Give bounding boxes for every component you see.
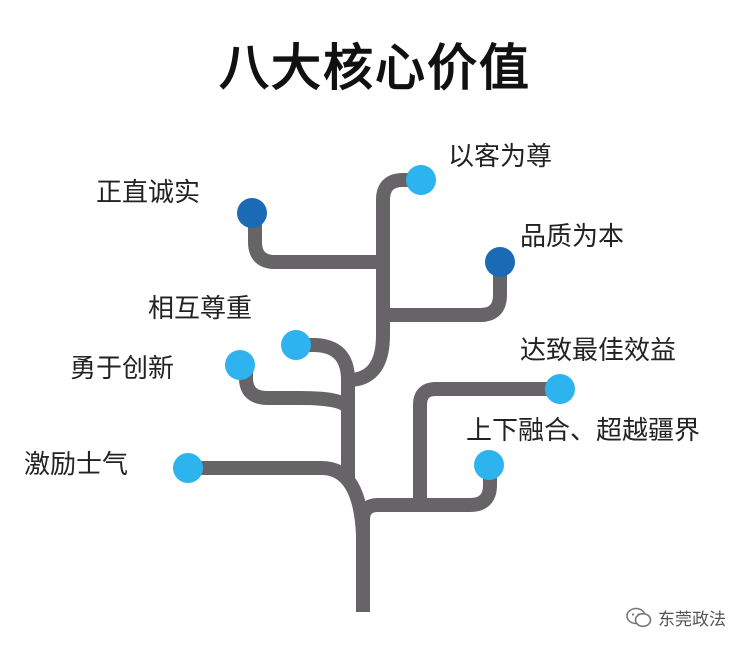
label-pinzhi-weiben: 品质为本 xyxy=(520,222,625,252)
node-yike-weizun xyxy=(406,165,436,195)
wechat-icon xyxy=(626,607,652,627)
branch-zhengzhi-chengshi xyxy=(248,213,383,269)
label-dazhi-zuijia: 达致最佳效益 xyxy=(520,336,677,366)
label-shangxia-ronghe: 上下融合、超越疆界 xyxy=(466,416,701,446)
node-xianghu-zunzhong xyxy=(281,330,311,360)
watermark: 东莞政法 xyxy=(626,605,726,630)
branch-dazhi-zuijia xyxy=(413,382,560,505)
branch-shangxia-ronghe xyxy=(420,465,497,512)
label-yongyu-chuangxin: 勇于创新 xyxy=(70,354,175,384)
node-yongyu-chuangxin xyxy=(225,350,255,380)
branch-yongyu-chuangxin xyxy=(239,365,355,412)
branch-left-upper xyxy=(296,338,355,480)
branch-jili-shiqi xyxy=(190,461,370,536)
branch-yike-weizun xyxy=(347,173,421,387)
node-zhengzhi-chengshi xyxy=(237,198,267,228)
node-dazhi-zuijia xyxy=(545,374,575,404)
page-title: 八大核心价值 xyxy=(219,39,531,97)
label-xianghu-zunzhong: 相互尊重 xyxy=(148,294,253,324)
label-zhengzhi-chengshi: 正直诚实 xyxy=(96,178,201,208)
node-pinzhi-weiben xyxy=(485,247,515,277)
watermark-text: 东莞政法 xyxy=(658,610,726,630)
tree-trunk xyxy=(356,498,420,612)
node-shangxia-ronghe xyxy=(474,450,504,480)
label-yike-weizun: 以客为尊 xyxy=(448,142,553,172)
branch-pinzhi-weiben xyxy=(383,262,507,322)
label-jili-shiqi: 激励士气 xyxy=(24,450,129,480)
node-jili-shiqi xyxy=(173,453,203,483)
